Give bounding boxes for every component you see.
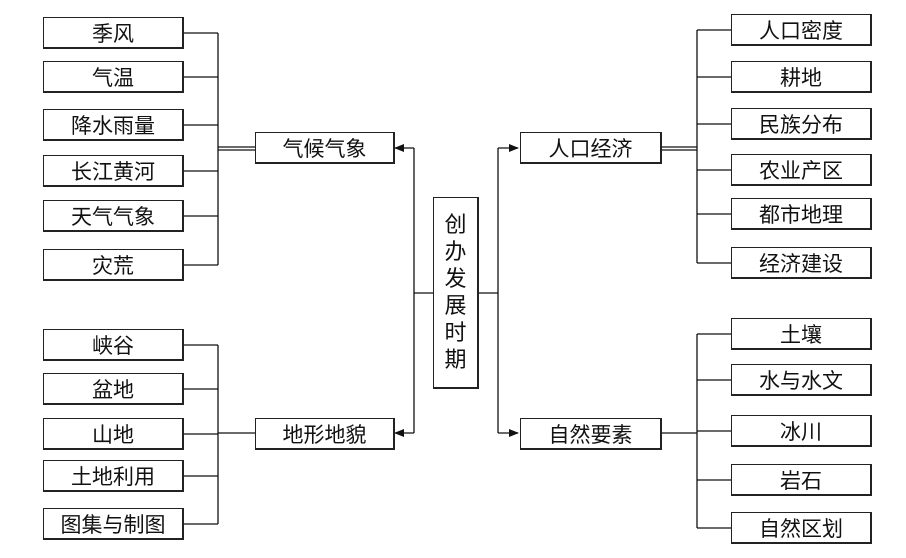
leaf-node-qihou: 天气气象	[43, 200, 184, 232]
leaf-node-ziran: 冰川	[731, 415, 872, 447]
leaf-node-dixing: 土地利用	[43, 460, 184, 492]
branch-renkou-node: 人口经济	[520, 132, 662, 164]
leaf-node-dixing: 盆地	[43, 373, 184, 405]
branch-ziran-node: 自然要素	[520, 418, 662, 450]
center-char: 时	[444, 320, 467, 346]
leaf-node-renkou: 人口密度	[731, 14, 872, 46]
center-char: 办	[444, 239, 467, 265]
leaf-node-dixing: 山地	[43, 418, 184, 450]
leaf-node-renkou: 耕地	[731, 61, 872, 93]
leaf-node-renkou: 经济建设	[731, 247, 872, 279]
branch-qihou-node: 气候气象	[255, 132, 395, 164]
center-char: 创	[444, 212, 467, 238]
leaf-node-qihou: 长江黄河	[43, 155, 184, 187]
leaf-node-dixing: 图集与制图	[43, 508, 184, 540]
center-char: 期	[444, 347, 467, 373]
leaf-node-ziran: 岩石	[731, 464, 872, 496]
leaf-node-qihou: 降水雨量	[43, 109, 184, 141]
branch-dixing-node: 地形地貌	[255, 418, 395, 450]
center-char: 发	[444, 266, 467, 292]
leaf-node-qihou: 灾荒	[43, 249, 184, 281]
center-char: 展	[444, 293, 467, 319]
leaf-node-renkou: 农业产区	[731, 154, 872, 186]
leaf-node-renkou: 都市地理	[731, 198, 872, 230]
leaf-node-qihou: 气温	[43, 61, 184, 93]
leaf-node-qihou: 季风	[43, 17, 184, 49]
leaf-node-dixing: 峡谷	[43, 329, 184, 361]
leaf-node-ziran: 土壤	[731, 318, 872, 350]
leaf-node-renkou: 民族分布	[731, 108, 872, 140]
leaf-node-ziran: 自然区划	[731, 512, 872, 544]
leaf-node-ziran: 水与水文	[731, 364, 872, 396]
center-node: 创 办 发 展 时 期	[433, 197, 479, 389]
